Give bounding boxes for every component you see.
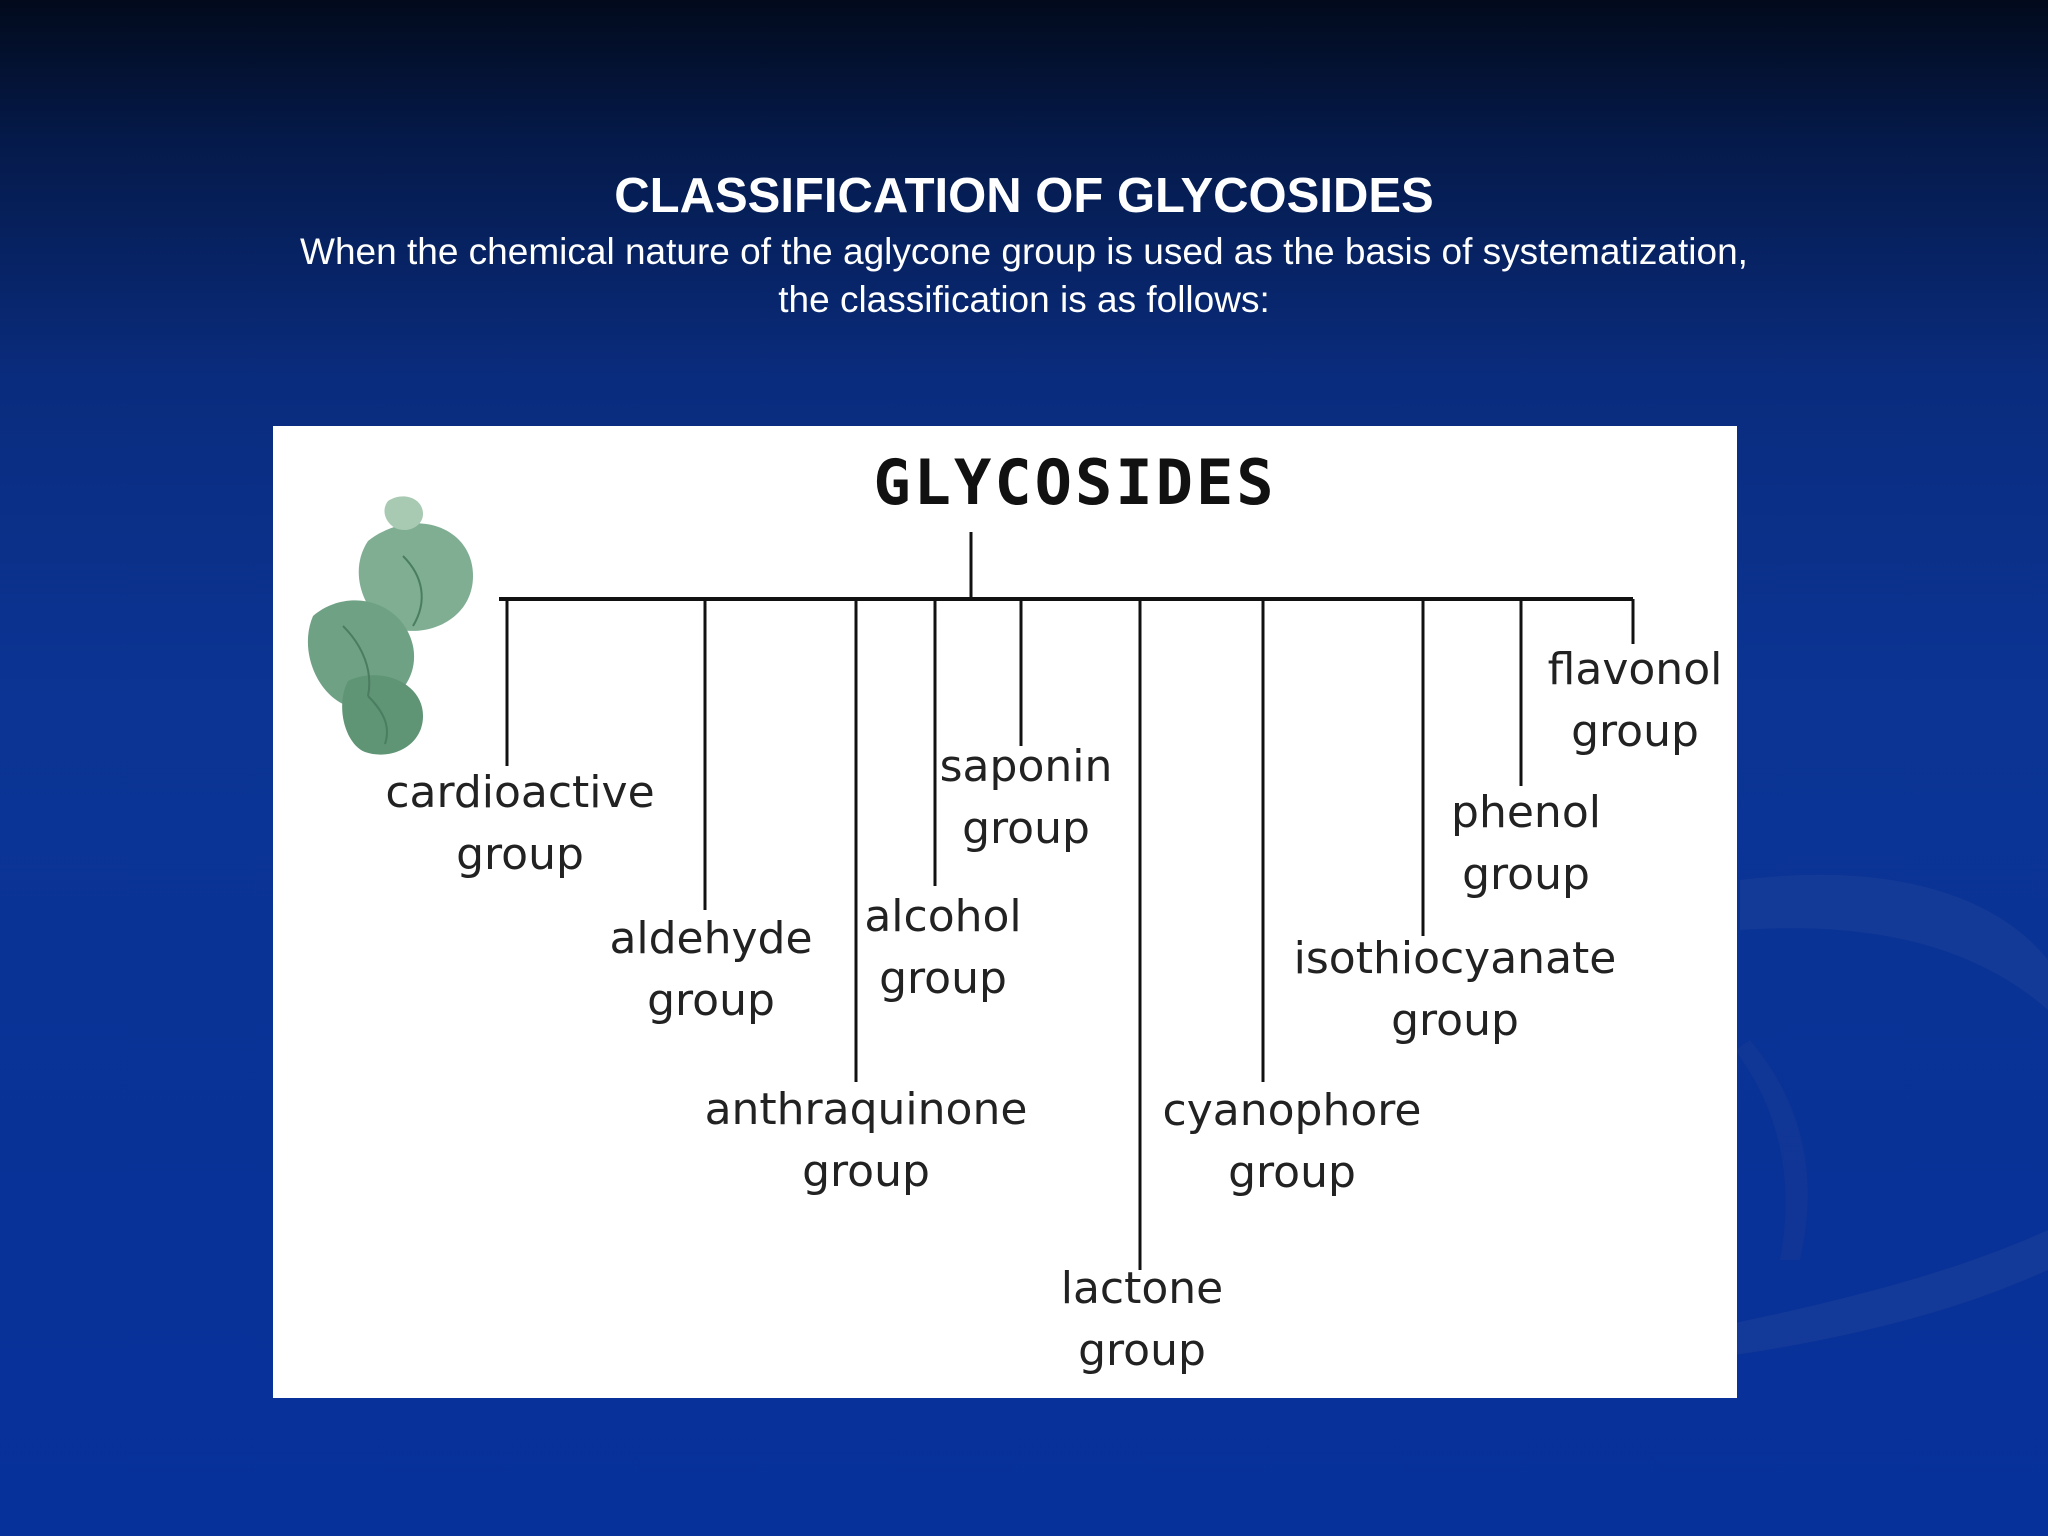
leaf-node-aldehyde: aldehyde group	[609, 908, 812, 1032]
leaf-suffix: group	[1391, 995, 1519, 1046]
leaf-suffix: group	[802, 1146, 930, 1197]
leaf-node-isothiocyanate: isothiocyanate group	[1294, 928, 1617, 1052]
slide-subtitle-line-1: When the chemical nature of the aglycone…	[300, 231, 1748, 272]
leaf-label: cyanophore	[1162, 1085, 1422, 1136]
leaf-node-anthraquinone: anthraquinone group	[705, 1079, 1028, 1203]
leaf-suffix: group	[1078, 1325, 1206, 1376]
leaf-suffix: group	[1462, 849, 1590, 900]
leaf-label: lactone	[1060, 1263, 1224, 1314]
leaf-node-cyanophore: cyanophore group	[1163, 1080, 1422, 1204]
slide-subtitle-line-2: the classification is as follows:	[778, 279, 1270, 320]
leaf-suffix: group	[1571, 706, 1699, 757]
slide-header: CLASSIFICATION OF GLYCOSIDES When the ch…	[0, 164, 2048, 324]
leaf-node-saponin: saponin group	[940, 736, 1113, 860]
root-node-glycosides: GLYCOSIDES	[873, 446, 1277, 519]
glycosides-tree-diagram: GLYCOSIDES cardioactive group aldehyde g…	[273, 426, 1737, 1398]
leaf-suffix: group	[647, 975, 775, 1026]
leaf-node-phenol: phenol group	[1451, 782, 1601, 906]
leaf-suffix: group	[962, 803, 1090, 854]
leaf-label: anthraquinone	[704, 1084, 1028, 1135]
leaf-label: isothiocyanate	[1293, 933, 1617, 984]
leaf-label: alcohol	[864, 891, 1022, 942]
leaf-label: aldehyde	[609, 913, 813, 964]
leaf-node-alcohol: alcohol group	[864, 886, 1021, 1010]
leaf-suffix: group	[879, 953, 1007, 1004]
leaf-suffix: group	[456, 829, 584, 880]
leaf-label: flavonol	[1547, 644, 1723, 695]
leaf-label: cardioactive	[385, 767, 655, 818]
plant-leaves-icon	[307, 496, 473, 755]
leaf-node-flavonol: flavonol group	[1548, 639, 1723, 763]
tree-connector-lines	[307, 496, 1635, 1270]
leaf-node-cardioactive: cardioactive group	[385, 762, 654, 886]
leaf-suffix: group	[1228, 1147, 1356, 1198]
leaf-label: phenol	[1451, 787, 1601, 838]
leaf-label: saponin	[939, 741, 1113, 792]
slide-title: CLASSIFICATION OF GLYCOSIDES	[614, 169, 1434, 223]
leaf-node-lactone: lactone group	[1061, 1258, 1224, 1382]
